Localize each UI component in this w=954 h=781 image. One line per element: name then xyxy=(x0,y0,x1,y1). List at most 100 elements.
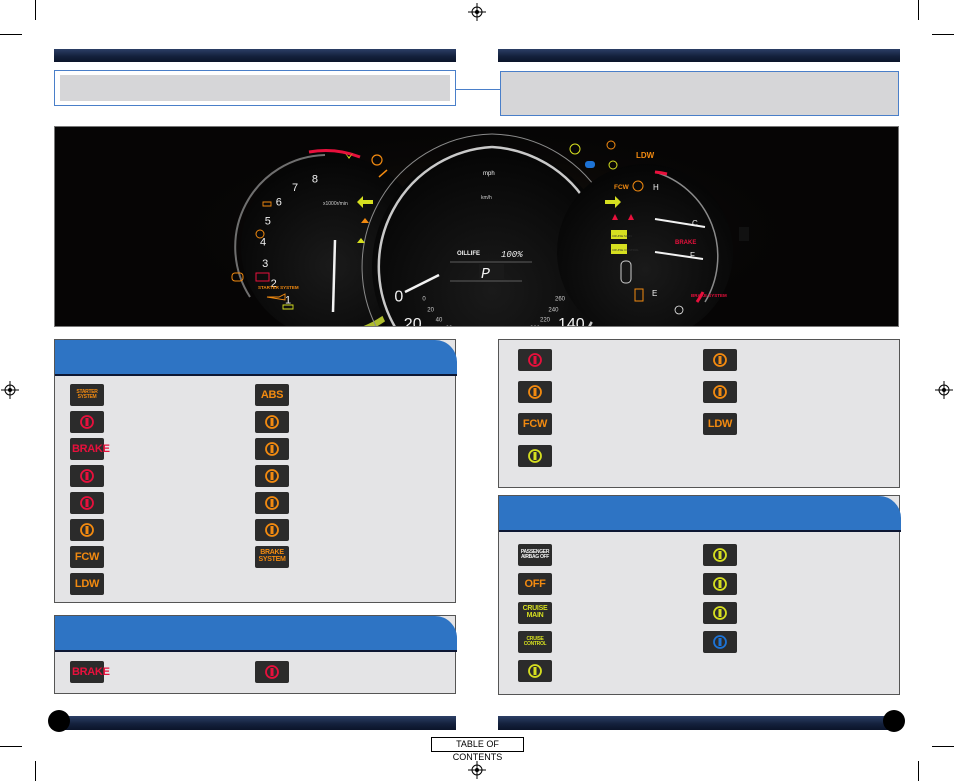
dash-cruise-main: CRUISE MAIN xyxy=(612,234,632,238)
icon-label: FCW xyxy=(522,417,548,430)
seat-belt-reminder-icon xyxy=(255,661,289,683)
dash-starter-label: STARTER SYSTEM xyxy=(258,285,299,290)
registration-mark-icon xyxy=(468,761,486,779)
crop-mark xyxy=(932,34,954,35)
cruise-control-icon: CRUISE CONTROL xyxy=(518,631,552,653)
gauge-number: 260 xyxy=(555,296,566,302)
charging-system-icon xyxy=(70,411,104,433)
dash-fcw-label: FCW xyxy=(614,184,630,191)
page-marker-left xyxy=(48,710,70,732)
fog-light-icon xyxy=(703,544,737,566)
brake-icon: BRAKE xyxy=(70,438,110,460)
gauge-number: 240 xyxy=(548,308,559,314)
title-box-left xyxy=(54,70,456,106)
red-warning-panel: BRAKE xyxy=(54,615,457,694)
stability-assist-icon xyxy=(255,465,289,487)
crop-mark xyxy=(35,761,36,781)
oil-life-label: OILLIFE xyxy=(457,251,480,257)
ldw-icon: LDW xyxy=(70,573,104,595)
temp-c: C xyxy=(692,219,698,228)
temp-fuel-gauge: H C F E BRAKE BRAKE SYSTEM xyxy=(557,164,733,326)
gauge-number: 20 xyxy=(404,316,422,327)
page-marker-right xyxy=(883,710,905,732)
low-fuel-icon xyxy=(518,381,552,403)
icon-label: PASSENGER AIRBAG OFF xyxy=(520,549,550,560)
dash-right-indicators: LDW FCW CRUISE MAIN CRUISE CONTROL xyxy=(569,140,749,315)
tach-unit: x1000r/min xyxy=(323,201,348,207)
gauge-number: 3 xyxy=(262,258,268,270)
icon-label: STARTER SYSTEM xyxy=(76,389,98,400)
gauge-number: 220 xyxy=(540,318,551,324)
tpms-icon xyxy=(703,349,737,371)
dash-cruise-control: CRUISE CONTROL xyxy=(612,248,639,252)
eco-assist-icon xyxy=(518,660,552,682)
info-lights-panel: FCW LDW xyxy=(498,339,900,488)
footer-bar-left xyxy=(54,716,456,730)
check-engine-icon xyxy=(255,411,289,433)
seat-belt-airbag-icon xyxy=(70,492,104,514)
vsa-off-icon: OFF xyxy=(518,573,552,595)
registration-mark-icon xyxy=(1,381,19,399)
panel-header xyxy=(55,616,457,652)
gauge-number: 6 xyxy=(276,197,282,209)
gauge-number: 2 xyxy=(271,278,277,290)
fuel-f: F xyxy=(690,251,695,260)
speed-unit: mph xyxy=(483,171,495,177)
crop-mark xyxy=(35,0,36,20)
crop-mark xyxy=(932,746,954,747)
icon-label: BRAKE SYSTEM xyxy=(258,549,286,563)
ldw-off-icon: LDW xyxy=(703,413,737,435)
icon-label: CRUISE MAIN xyxy=(522,605,548,619)
dash-brake-system-label: BRAKE SYSTEM xyxy=(691,293,727,298)
gauge-number: 40 xyxy=(436,318,443,324)
icon-label: CRUISE CONTROL xyxy=(523,636,547,647)
gear-indicator: P xyxy=(481,266,490,283)
crop-mark xyxy=(918,0,919,20)
icon-label: BRAKE xyxy=(72,665,110,678)
gauge-number: 4 xyxy=(260,237,266,249)
crop-mark xyxy=(0,746,22,747)
table-of-contents-link[interactable]: TABLE OF CONTENTS xyxy=(431,737,524,762)
panel-header xyxy=(55,340,457,376)
crop-mark xyxy=(0,34,22,35)
crop-mark xyxy=(918,761,919,781)
oil-life-value: 100% xyxy=(501,250,523,260)
warning-lights-panel: STARTER SYSTEM BRAKE FCW LDW ABS BRAKE SYSTEM xyxy=(54,339,457,603)
headlight-adjust-icon xyxy=(255,519,289,541)
dash-brake-label: BRAKE xyxy=(675,240,696,246)
icon-label: LDW xyxy=(74,577,100,590)
starter-system-icon: STARTER SYSTEM xyxy=(70,384,104,406)
kmh-unit: km/h xyxy=(481,195,492,201)
fuel-e: E xyxy=(652,289,657,298)
gauge-number: 200 xyxy=(530,326,541,327)
registration-mark-icon xyxy=(935,381,953,399)
gauge-number: 60 xyxy=(446,326,453,327)
passenger-airbag-off-icon: PASSENGER AIRBAG OFF xyxy=(518,544,552,566)
footer-bar-right xyxy=(498,716,900,730)
abs-icon: ABS xyxy=(255,384,289,406)
indicator-lights-panel: PASSENGER AIRBAG OFF OFF CRUISE MAIN CRUISE… xyxy=(498,495,901,695)
fcw-icon: FCW xyxy=(70,546,104,568)
power-steering-icon xyxy=(70,519,104,541)
panel-header xyxy=(499,496,901,532)
registration-mark-icon xyxy=(468,3,486,21)
maintenance-wrench-icon xyxy=(703,381,737,403)
callout-connector xyxy=(456,89,500,90)
gauge-number: 0 xyxy=(394,289,403,306)
brake-red-icon: BRAKE xyxy=(70,661,110,683)
turn-signal-icon xyxy=(703,602,737,624)
parking-lights-icon xyxy=(703,573,737,595)
gauge-number: 7 xyxy=(292,182,298,194)
side-airbag-off-icon xyxy=(255,492,289,514)
cruise-main-icon: CRUISE MAIN xyxy=(518,602,552,624)
gauge-number: 8 xyxy=(312,173,318,185)
dash-ldw-label: LDW xyxy=(636,151,655,160)
tire-pressure-icon xyxy=(255,438,289,460)
gauge-number: 1 xyxy=(285,295,291,307)
gauge-number: 140 xyxy=(558,316,585,327)
title-box-right xyxy=(500,71,899,116)
header-bar-right xyxy=(498,49,900,62)
dash-left-indicators: STARTER SYSTEM xyxy=(231,153,388,310)
fcw-off-icon: FCW xyxy=(518,413,552,435)
